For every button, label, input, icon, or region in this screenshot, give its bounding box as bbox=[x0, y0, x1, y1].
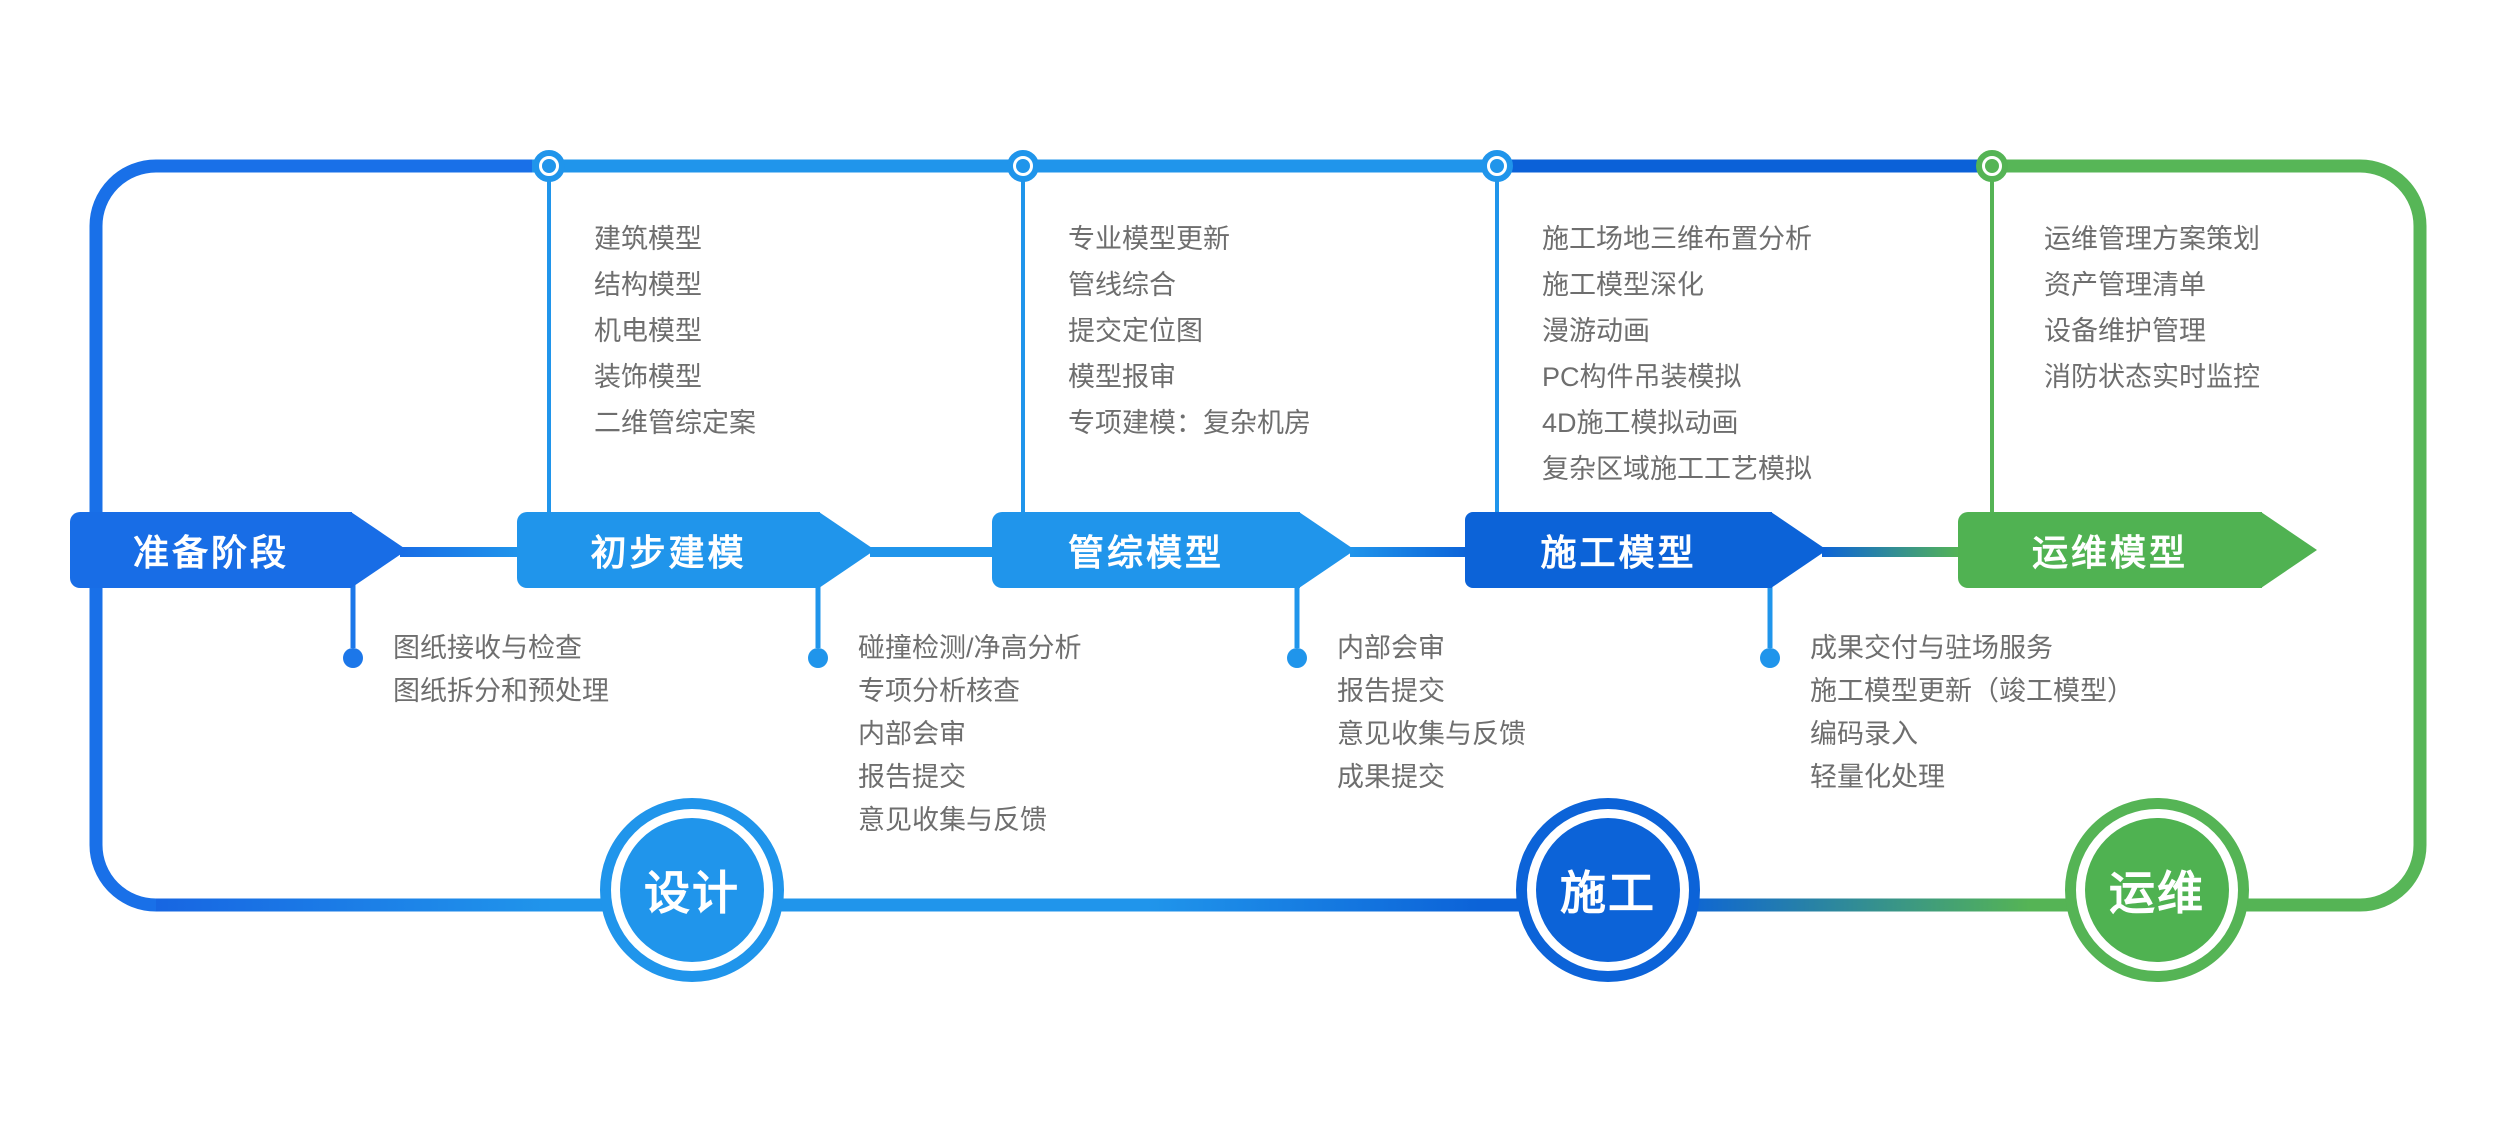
task-item: 施工模型更新（竣工模型） bbox=[1810, 676, 2134, 706]
tasks-mep-model-bottom: 内部会审 报告提交 意见收集与反馈 成果提交 bbox=[1337, 627, 1526, 799]
task-item: 漫游动画 bbox=[1542, 316, 1650, 346]
phase-banner-label: 初步建模 bbox=[590, 532, 747, 573]
task-item: 成果提交 bbox=[1337, 762, 1445, 792]
task-item: 内部会审 bbox=[1337, 633, 1445, 663]
task-item: 结构模型 bbox=[594, 270, 702, 300]
drop-dot-3 bbox=[1287, 648, 1307, 668]
phase-banner-preparation: 准备阶段 bbox=[70, 512, 352, 588]
stage-circle-label: 设计 bbox=[620, 818, 764, 962]
task-item: 运维管理方案策划 bbox=[2044, 224, 2260, 254]
task-item: 轻量化处理 bbox=[1810, 762, 1945, 792]
task-item: 二维管综定案 bbox=[594, 408, 756, 438]
phase-banner-om-model: 运维模型 bbox=[1958, 512, 2262, 588]
task-item: 图纸拆分和预处理 bbox=[393, 676, 609, 706]
frame-blue-border bbox=[89, 159, 532, 912]
milestone-node-2 bbox=[1007, 150, 1039, 182]
stage-circle-label: 运维 bbox=[2085, 818, 2229, 962]
phase-banner-construction-model: 施工模型 bbox=[1465, 512, 1772, 588]
task-item: 复杂区域施工工艺模拟 bbox=[1542, 454, 1812, 484]
task-item: 施工场地三维布置分析 bbox=[1542, 224, 1812, 254]
task-item: 意见收集与反馈 bbox=[1337, 719, 1526, 749]
task-item: 建筑模型 bbox=[594, 224, 702, 254]
task-item: 机电模型 bbox=[594, 316, 702, 346]
task-item: 装饰模型 bbox=[594, 362, 702, 392]
task-item: 碰撞检测/净高分析 bbox=[858, 633, 1082, 663]
task-item: 施工模型深化 bbox=[1542, 270, 1704, 300]
task-item: 内部会审 bbox=[858, 719, 966, 749]
drop-dot-2 bbox=[808, 648, 828, 668]
task-item: 资产管理清单 bbox=[2044, 270, 2206, 300]
stage-circle-design: 设计 bbox=[600, 798, 784, 982]
phase-banner-label: 运维模型 bbox=[2031, 532, 2188, 573]
task-item: 设备维护管理 bbox=[2044, 316, 2206, 346]
stage-circle-construction: 施工 bbox=[1516, 798, 1700, 982]
tasks-mep-model: 专业模型更新 管线综合 提交定位图 模型报审 专项建模：复杂机房 bbox=[1068, 216, 1311, 446]
task-item: 图纸接收与检查 bbox=[393, 633, 582, 663]
drop-dot-1 bbox=[343, 648, 363, 668]
task-item: 管线综合 bbox=[1068, 270, 1176, 300]
frame-green-border bbox=[1992, 159, 2427, 912]
task-item: 意见收集与反馈 bbox=[858, 805, 1047, 835]
task-item: 专项分析核查 bbox=[858, 676, 1020, 706]
tasks-initial-modeling-bottom: 碰撞检测/净高分析 专项分析核查 内部会审 报告提交 意见收集与反馈 bbox=[858, 627, 1082, 842]
tasks-initial-modeling: 建筑模型 结构模型 机电模型 装饰模型 二维管综定案 bbox=[594, 216, 756, 446]
task-item: 4D施工模拟动画 bbox=[1542, 408, 1739, 438]
task-item: 报告提交 bbox=[1337, 676, 1445, 706]
tasks-preparation-bottom: 图纸接收与检查 图纸拆分和预处理 bbox=[393, 627, 609, 713]
milestone-node-3 bbox=[1481, 150, 1513, 182]
tasks-construction-model: 施工场地三维布置分析 施工模型深化 漫游动画 PC构件吊装模拟 4D施工模拟动画… bbox=[1542, 216, 1812, 492]
phase-banner-mep-model: 管综模型 bbox=[992, 512, 1300, 588]
milestone-node-4 bbox=[1976, 150, 2008, 182]
task-item: 专项建模：复杂机房 bbox=[1068, 408, 1311, 438]
phase-banner-label: 管综模型 bbox=[1067, 532, 1224, 573]
drop-dot-4 bbox=[1760, 648, 1780, 668]
task-item: PC构件吊装模拟 bbox=[1542, 362, 1742, 392]
phase-banner-initial-modeling: 初步建模 bbox=[517, 512, 820, 588]
phase-banner-label: 施工模型 bbox=[1540, 532, 1697, 573]
task-item: 消防状态实时监控 bbox=[2044, 362, 2260, 392]
task-item: 模型报审 bbox=[1068, 362, 1176, 392]
stage-circle-om: 运维 bbox=[2065, 798, 2249, 982]
task-item: 成果交付与驻场服务 bbox=[1810, 633, 2053, 663]
task-item: 报告提交 bbox=[858, 762, 966, 792]
tasks-construction-model-bottom: 成果交付与驻场服务 施工模型更新（竣工模型） 编码录入 轻量化处理 bbox=[1810, 627, 2134, 799]
task-item: 编码录入 bbox=[1810, 719, 1918, 749]
task-item: 专业模型更新 bbox=[1068, 224, 1230, 254]
milestone-node-1 bbox=[533, 150, 565, 182]
tasks-om-model: 运维管理方案策划 资产管理清单 设备维护管理 消防状态实时监控 bbox=[2044, 216, 2260, 400]
phase-banner-label: 准备阶段 bbox=[132, 532, 289, 573]
stage-circle-label: 施工 bbox=[1536, 818, 1680, 962]
task-item: 提交定位图 bbox=[1068, 316, 1203, 346]
